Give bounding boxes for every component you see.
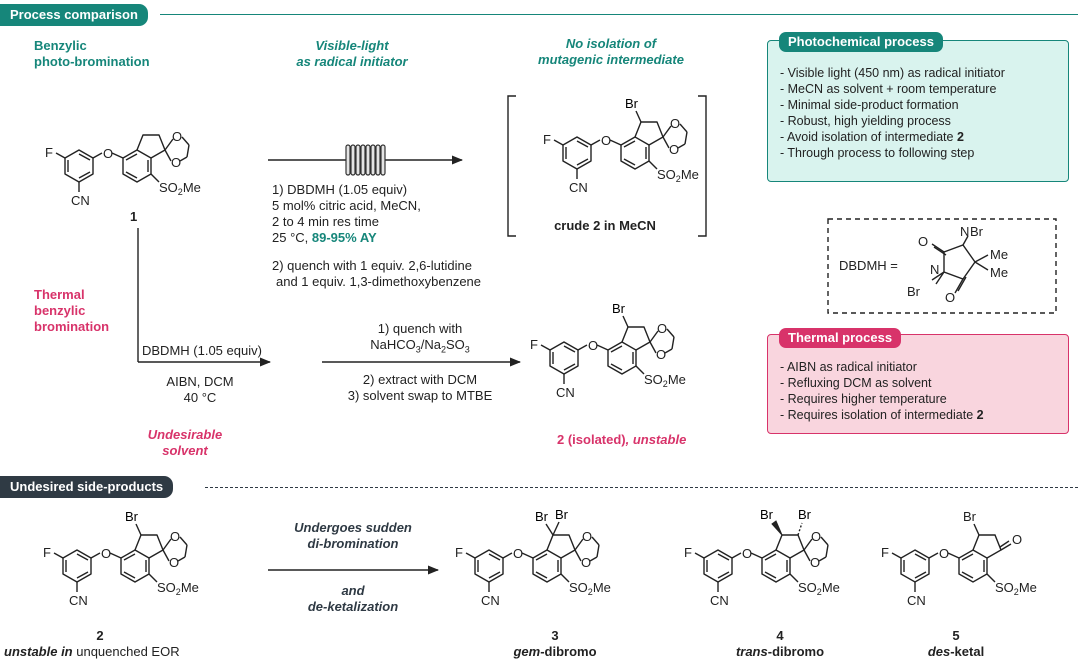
svg-text:Br: Br: [125, 509, 139, 524]
crude-2-label: crude 2 in MeCN: [554, 218, 656, 233]
side-products-banner: Undesired side-products: [0, 476, 174, 498]
thermal-conditions: AIBN, DCM 40 °C: [166, 374, 234, 405]
photo-quench: 2) quench with 1 equiv. 2,6-lutidine and…: [272, 258, 482, 289]
svg-text:N: N: [960, 224, 969, 239]
thermal-box-item: - Refluxing DCM as solvent: [780, 376, 932, 390]
svg-text:N: N: [930, 262, 939, 277]
svg-text:Br: Br: [907, 284, 921, 299]
svg-text:F: F: [881, 545, 889, 560]
photochemical-process-box: - Visible light (450 nm) as radical init…: [767, 40, 1069, 182]
compound-1-label: 1: [130, 209, 138, 224]
thermal-box-item: - Requires isolation of intermediate 2: [780, 408, 984, 422]
photo-box-item: - Through process to following step: [780, 146, 975, 160]
svg-text:Br: Br: [625, 96, 639, 111]
photo-box-item: - MeCN as solvent + room temperature: [780, 82, 997, 96]
compound-3-structure: Br Br: [455, 507, 611, 608]
svg-text:Br: Br: [760, 507, 774, 522]
svg-text:O: O: [939, 546, 949, 561]
isolated-2-structure: Br: [530, 301, 686, 400]
photo-box-item: - Avoid isolation of intermediate 2: [780, 130, 964, 144]
compound-1-structure: [45, 129, 201, 208]
photo-box-item: - Minimal side-product formation: [780, 98, 959, 112]
compound-4-label: 4 trans-dibromo: [735, 628, 825, 659]
undesirable-solvent-note: Undesirable solvent: [147, 427, 223, 458]
thermal-reagent: DBDMH (1.05 equiv): [142, 343, 262, 358]
side-reaction-note-top: Undergoes sudden di-bromination: [294, 520, 412, 551]
no-isolation-note: No isolation of mutagenic intermediate: [538, 36, 684, 67]
workup-quench: 1) quench with NaHCO3/Na2SO3: [370, 321, 470, 355]
dbdmh-label: DBDMH =: [839, 258, 898, 273]
thermal-title: Thermal benzylic bromination: [34, 287, 110, 334]
compound-2-caption: unstable in unquenched EOR: [4, 644, 180, 659]
compound-2-structure: Br: [43, 509, 199, 608]
photochemical-process-tag: Photochemical process: [779, 32, 943, 52]
compound-5-structure: F CN O O SO2Me Br: [881, 509, 1037, 608]
workup-extract: 2) extract with DCM 3) solvent swap to M…: [347, 372, 493, 403]
svg-text:Br: Br: [555, 507, 569, 522]
flow-coil-icon: [345, 144, 386, 176]
thermal-process-tag: Thermal process: [779, 328, 902, 348]
thermal-box-item: - Requires higher temperature: [780, 392, 947, 406]
process-comparison-banner: Process comparison: [0, 4, 148, 26]
svg-text:Br: Br: [970, 224, 984, 239]
isolated-2-label: 2 (isolated), unstable: [557, 432, 687, 447]
side-products-rule: [205, 487, 1078, 488]
photo-box-item: - Robust, high yielding process: [780, 114, 951, 128]
crude-2-structure: Br: [543, 96, 699, 195]
svg-text:Me: Me: [990, 247, 1008, 262]
compound-3-label: 3 gem-dibromo: [513, 628, 597, 659]
compound-4-structure: Br Br: [684, 507, 840, 608]
visible-light-note: Visible-light as radical initiator: [296, 38, 408, 69]
svg-text:O: O: [918, 234, 928, 249]
photo-conditions: 1) DBDMH (1.05 equiv) 5 mol% citric acid…: [272, 182, 421, 245]
svg-text:Br: Br: [535, 509, 549, 524]
compound-2-label: 2: [96, 628, 104, 643]
side-reaction-note-bottom: and de-ketalization: [307, 583, 399, 614]
dbdmh-structure: [931, 235, 989, 294]
svg-text:Br: Br: [963, 509, 977, 524]
photo-box-item: - Visible light (450 nm) as radical init…: [780, 66, 1005, 80]
svg-text:Br: Br: [798, 507, 812, 522]
svg-text:CN: CN: [907, 593, 926, 608]
photo-title: Benzylic photo-bromination: [34, 38, 150, 69]
dbdmh-box: [827, 218, 1057, 314]
svg-text:O: O: [945, 290, 955, 305]
svg-text:Br: Br: [612, 301, 626, 316]
thermal-box-item: - AIBN as radical initiator: [780, 360, 917, 374]
svg-text:Me: Me: [990, 265, 1008, 280]
thermal-process-box: - AIBN as radical initiator - Refluxing …: [767, 334, 1069, 434]
svg-text:SO2Me: SO2Me: [995, 580, 1037, 597]
process-comparison-rule: [160, 14, 1078, 15]
compound-5-label: 5 des-ketal: [927, 628, 985, 659]
svg-text:O: O: [1012, 532, 1022, 547]
